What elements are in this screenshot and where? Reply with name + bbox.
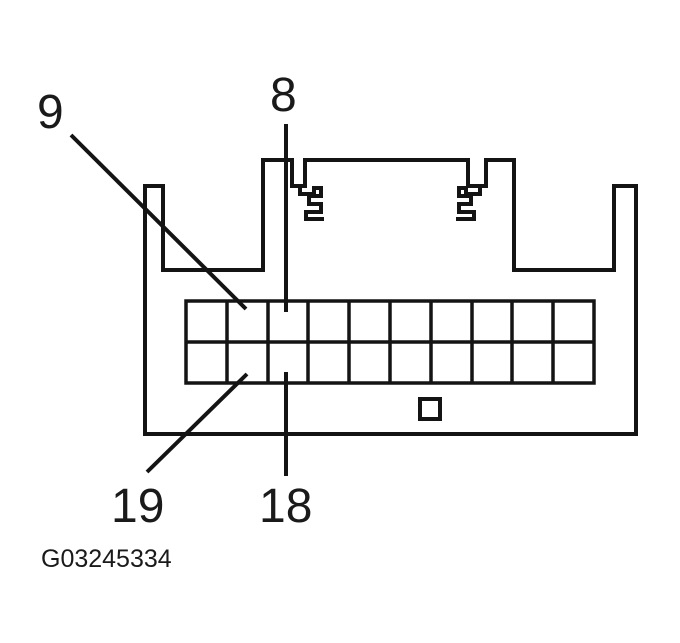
connector-housing-outline <box>143 158 638 436</box>
callout-pin-19: 19 <box>111 480 164 533</box>
callout-pin-8: 8 <box>270 69 297 122</box>
figure-id-label: G03245334 <box>41 545 172 573</box>
keying-square-mark <box>418 397 442 421</box>
right-latch-tab <box>456 186 482 221</box>
callout-pin-9: 9 <box>37 86 64 139</box>
left-latch-tab <box>298 186 324 221</box>
terminal-cavity-grid <box>184 299 596 385</box>
leader-line-pin-9 <box>69 133 248 311</box>
leader-line-pin-19 <box>145 372 249 474</box>
callout-pin-18: 18 <box>259 480 312 533</box>
